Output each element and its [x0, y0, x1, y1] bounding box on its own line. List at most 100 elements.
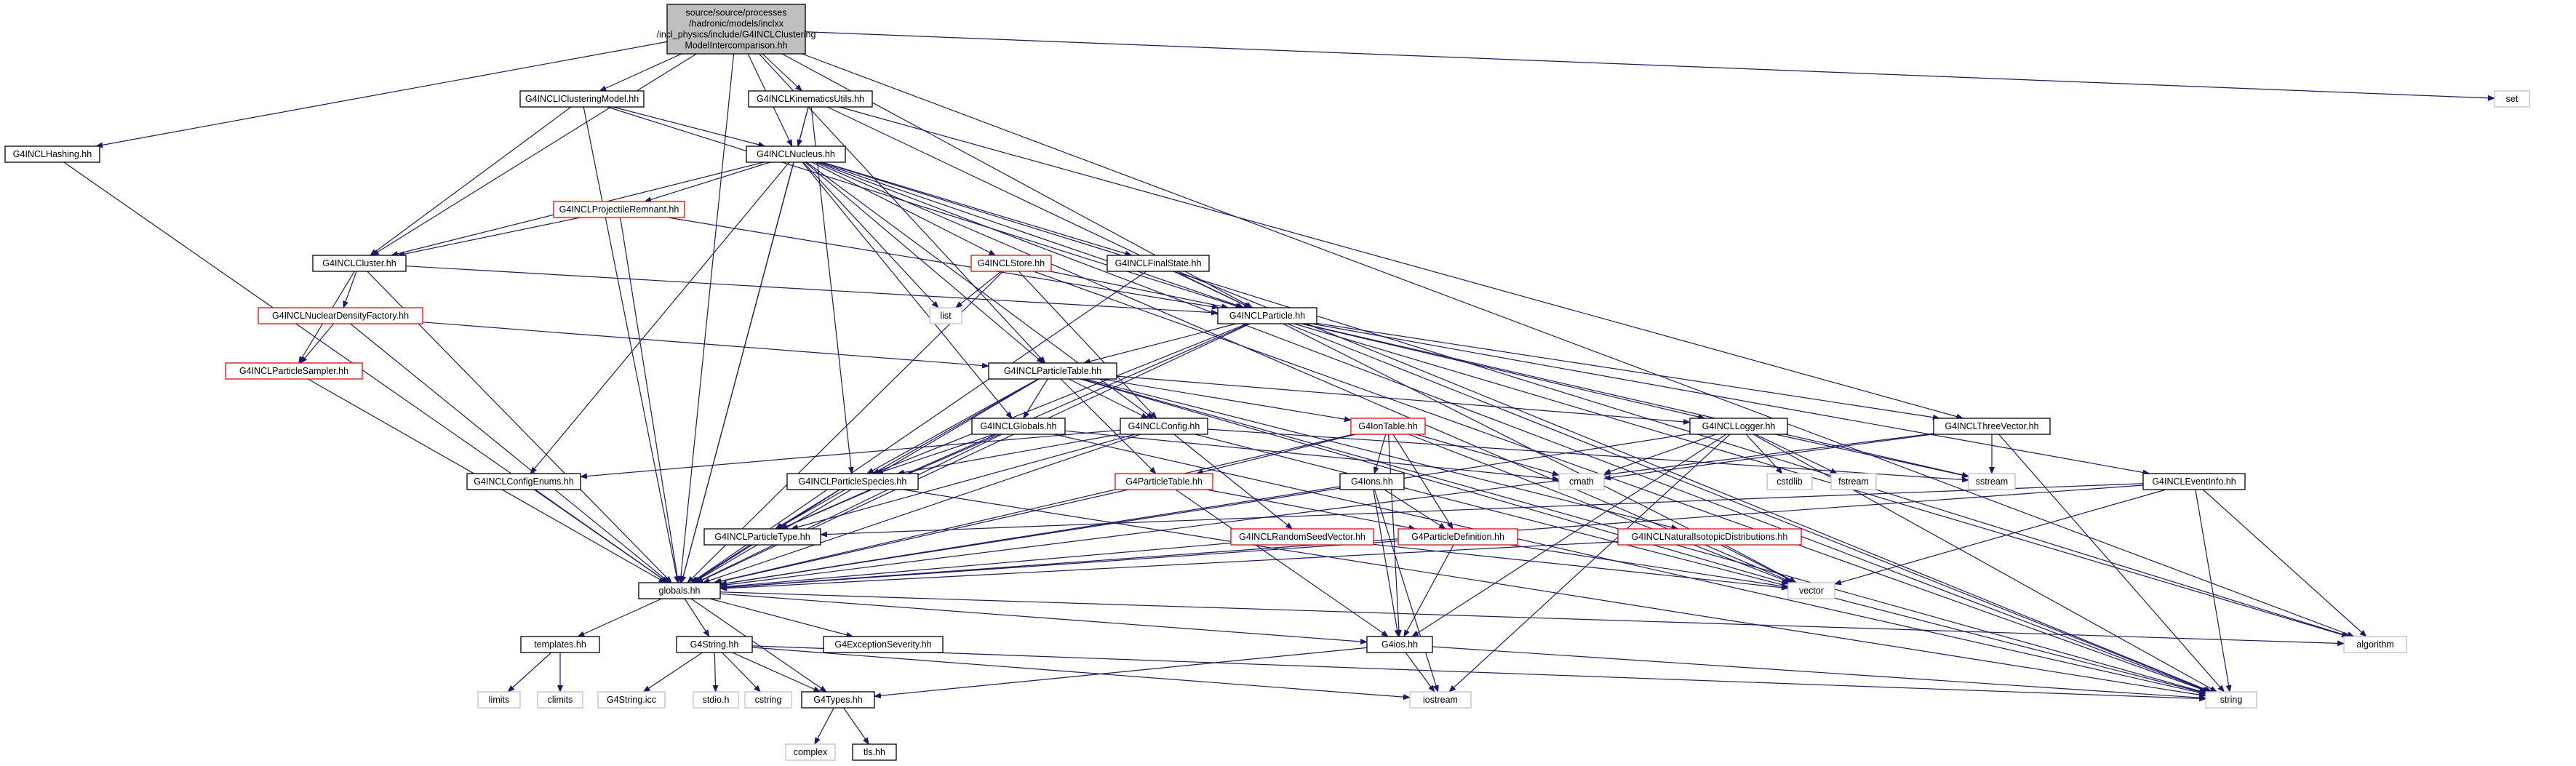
edge-nucleus-to-string: [816, 161, 2212, 693]
edge-particle_def-to-globals: [719, 540, 1399, 591]
edge-particle-to-particle_species: [872, 323, 1248, 474]
edge-particle-to-string: [1287, 323, 2212, 693]
node-label: G4ParticleDefinition.hh: [1411, 532, 1504, 542]
edge-g4ions-to-g4ios: [1373, 489, 1400, 637]
edge-ion_table-to-globals: [713, 434, 1354, 584]
edge-logger-to-cstdlib: [1745, 434, 1783, 474]
node-label: G4INCLCluster.hh: [322, 258, 396, 268]
node-config[interactable]: G4INCLConfig.hh: [1120, 418, 1208, 435]
edge-config-to-globals: [702, 434, 1141, 583]
edge-proj_remnant-to-cluster: [397, 217, 581, 258]
node-label: G4IonTable.hh: [1358, 421, 1417, 431]
node-box: [1106, 255, 1210, 272]
node-label: G4ParticleTable.hh: [1125, 476, 1203, 487]
node-label: set: [2506, 94, 2519, 104]
node-hashing[interactable]: G4INCLHashing.hh: [4, 145, 100, 163]
node-config-enums[interactable]: G4INCLConfigEnums.hh: [466, 473, 581, 490]
node-string: string: [2205, 691, 2257, 709]
node-label: globals.hh: [659, 586, 701, 596]
edge-logger-to-fstream: [1755, 434, 1838, 474]
node-sstream: sstream: [1968, 473, 2016, 490]
node-particle-table[interactable]: G4INCLParticleTable.hh: [988, 362, 1117, 380]
node-tls[interactable]: tls.hh: [852, 743, 897, 761]
node-label: G4INCLConfig.hh: [1128, 421, 1200, 431]
edge-globals_incl-to-globals: [695, 434, 1002, 583]
node-final-state[interactable]: G4INCLFinalState.hh: [1106, 255, 1210, 272]
node-root[interactable]: source/source/processes/hadronic/models/…: [657, 4, 816, 55]
node-kinematics[interactable]: G4INCLKinematicsUtils.hh: [748, 90, 873, 108]
node-label: limits: [489, 695, 509, 705]
edge-particle_type-to-globals: [691, 544, 751, 583]
edge-nuclear_density-to-particle_table: [422, 322, 989, 369]
node-box: [225, 362, 363, 380]
edge-nucleus-to-list: [802, 161, 939, 308]
node-particle[interactable]: G4INCLParticle.hh: [1217, 307, 1317, 324]
node-label: string: [2220, 695, 2243, 705]
edge-store-to-string: [1033, 271, 2210, 693]
node-exception-severity[interactable]: G4ExceptionSeverity.hh: [823, 636, 944, 653]
edge-logger-to-sstream: [1775, 434, 1969, 478]
node-g4types[interactable]: G4Types.hh: [801, 691, 875, 709]
node-globals[interactable]: globals.hh: [638, 582, 721, 599]
node-logger[interactable]: G4INCLLogger.hh: [1689, 418, 1788, 435]
node-label: G4Ions.hh: [1351, 476, 1393, 487]
node-box: [1397, 528, 1518, 546]
node-ion-table[interactable]: G4IonTable.hh: [1350, 418, 1426, 435]
edge-ion_table-to-g4particle_table: [1195, 434, 1356, 475]
node-templates[interactable]: templates.hh: [520, 636, 600, 653]
node-g4particle-table[interactable]: G4ParticleTable.hh: [1114, 473, 1213, 490]
node-box: [2343, 636, 2407, 653]
node-fstream: fstream: [1830, 473, 1877, 490]
node-cluster[interactable]: G4INCLCluster.hh: [312, 255, 407, 272]
node-box: [553, 201, 685, 218]
node-g4string-icc: G4String.icc: [597, 691, 666, 709]
edge-event_info-to-algorithm: [2202, 489, 2367, 637]
node-three-vector[interactable]: G4INCLThreeVector.hh: [1933, 418, 2051, 435]
edge-ion_table-to-vector: [1408, 434, 1792, 583]
node-box: [4, 145, 100, 163]
edge-logger-to-string: [1752, 434, 2218, 693]
node-event-info[interactable]: G4INCLEventInfo.hh: [2142, 473, 2246, 490]
node-label: /incl_physics/include/G4INCLClustering: [657, 30, 816, 40]
node-g4ios[interactable]: G4ios.hh: [1366, 636, 1433, 653]
node-label: G4INCLParticleSampler.hh: [239, 366, 348, 376]
node-label: G4INCLNucleus.hh: [757, 149, 835, 159]
node-proj-remnant[interactable]: G4INCLProjectileRemnant.hh: [553, 201, 685, 218]
node-particle-species[interactable]: G4INCLParticleSpecies.hh: [786, 473, 919, 490]
node-particle-sampler[interactable]: G4INCLParticleSampler.hh: [225, 362, 363, 380]
edge-random_seed-to-globals: [719, 542, 1232, 590]
node-nuclear-density[interactable]: G4INCLNuclearDensityFactory.hh: [258, 307, 423, 324]
edge-config-to-random_seed: [1173, 434, 1293, 530]
node-clustering-model[interactable]: G4INCLIClusteringModel.hh: [519, 90, 645, 108]
node-natural-isotopic[interactable]: G4INCLNaturalIsotopicDistributions.hh: [1617, 528, 1802, 546]
node-box: [312, 255, 407, 272]
node-nucleus[interactable]: G4INCLNucleus.hh: [746, 145, 846, 163]
edge-nucleus-to-final_state: [822, 161, 1133, 257]
edge-nucleus-to-globals_incl: [802, 161, 1013, 419]
node-box: [746, 145, 846, 163]
edge-hashing-to-globals: [63, 161, 669, 583]
node-store[interactable]: G4INCLStore.hh: [970, 255, 1052, 272]
node-label: G4INCLIClusteringModel.hh: [525, 94, 639, 104]
node-label: G4INCLNuclearDensityFactory.hh: [272, 311, 409, 321]
node-box: [693, 691, 739, 709]
node-random-seed[interactable]: G4INCLRandomSeedVector.hh: [1230, 528, 1374, 546]
node-particle-type[interactable]: G4INCLParticleType.hh: [703, 528, 821, 546]
node-g4string[interactable]: G4String.hh: [676, 636, 753, 653]
node-label: G4ios.hh: [1381, 639, 1418, 650]
edge-particle_def-to-vector: [1510, 544, 1789, 589]
edge-root-to-cluster: [371, 53, 697, 256]
edge-g4string-to-g4types: [732, 652, 821, 693]
edge-kinematics-to-three_vector: [839, 106, 1964, 420]
node-box: [1114, 473, 1213, 490]
node-globals-incl[interactable]: G4INCLGlobals.hh: [971, 418, 1066, 435]
node-label: G4INCLThreeVector.hh: [1945, 421, 2038, 431]
node-limits: limits: [477, 691, 521, 709]
node-g4ions[interactable]: G4Ions.hh: [1339, 473, 1405, 490]
node-label: G4INCLLogger.hh: [1702, 421, 1776, 431]
node-particle-def[interactable]: G4ParticleDefinition.hh: [1397, 528, 1518, 546]
node-box: [520, 636, 600, 653]
node-label: cstring: [755, 695, 782, 705]
edge-nucleus-to-config_enums: [530, 161, 790, 474]
node-box: [466, 473, 581, 490]
